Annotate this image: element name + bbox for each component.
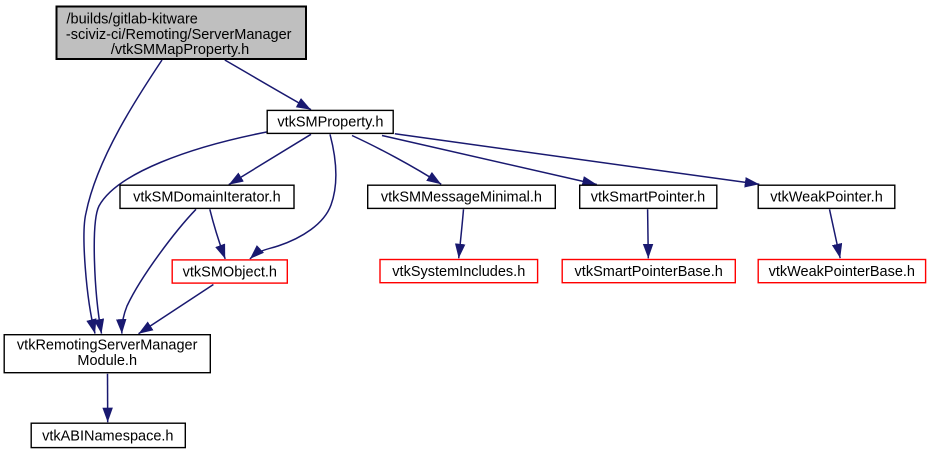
svg-text:-sciviz-ci/Remoting/ServerMana: -sciviz-ci/Remoting/ServerManager: [66, 27, 292, 43]
svg-text:vtkSmartPointerBase.h: vtkSmartPointerBase.h: [575, 264, 723, 280]
svg-text:vtkRemotingServerManager: vtkRemotingServerManager: [17, 338, 198, 354]
svg-text:vtkWeakPointerBase.h: vtkWeakPointerBase.h: [769, 264, 915, 280]
svg-text:vtkSMDomainIterator.h: vtkSMDomainIterator.h: [133, 190, 280, 206]
svg-text:vtkSmartPointer.h: vtkSmartPointer.h: [591, 190, 705, 206]
svg-text:vtkSMProperty.h: vtkSMProperty.h: [277, 115, 383, 131]
svg-text:vtkABINamespace.h: vtkABINamespace.h: [42, 428, 173, 444]
svg-text:vtkSMObject.h: vtkSMObject.h: [183, 264, 277, 280]
svg-text:vtkWeakPointer.h: vtkWeakPointer.h: [770, 190, 883, 206]
svg-text:Module.h: Module.h: [77, 353, 137, 369]
svg-text:/vtkSMMapProperty.h: /vtkSMMapProperty.h: [111, 42, 249, 58]
svg-text:/builds/gitlab-kitware: /builds/gitlab-kitware: [67, 12, 198, 28]
svg-text:vtkSystemIncludes.h: vtkSystemIncludes.h: [392, 264, 525, 280]
svg-text:vtkSMMessageMinimal.h: vtkSMMessageMinimal.h: [381, 190, 542, 206]
